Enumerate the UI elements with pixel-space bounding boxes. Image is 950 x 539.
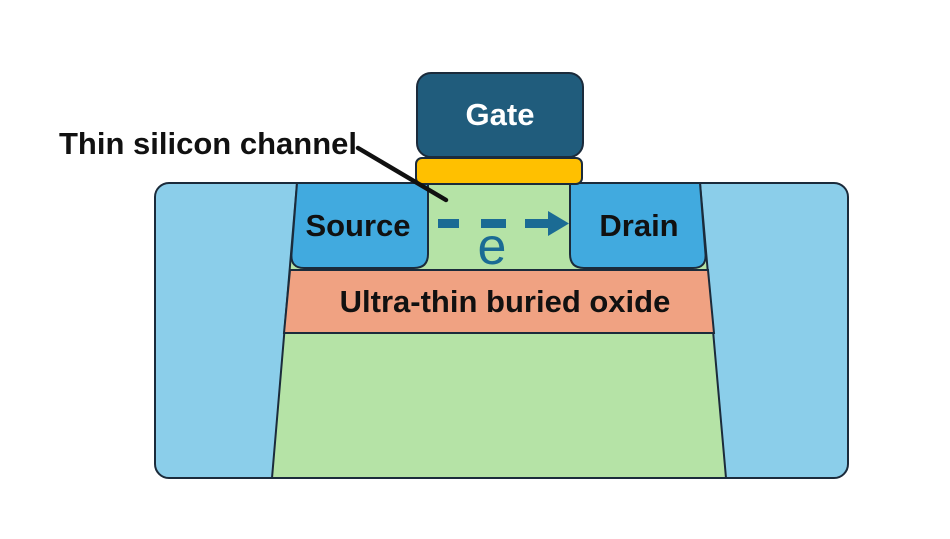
arrow-dash bbox=[438, 219, 459, 228]
buried-oxide-label: Ultra-thin buried oxide bbox=[340, 284, 671, 319]
drain-region bbox=[569, 182, 707, 269]
thin-silicon-channel-label: Thin silicon channel bbox=[59, 126, 357, 161]
gate-label: Gate bbox=[466, 97, 535, 132]
arrow-dash bbox=[481, 219, 506, 228]
electron-symbol: e bbox=[478, 218, 507, 276]
buried-oxide-region bbox=[282, 269, 716, 334]
arrow-shaft bbox=[525, 219, 549, 228]
electron-flow-arrow-icon bbox=[438, 211, 569, 236]
drain-label: Drain bbox=[599, 208, 678, 243]
arrow-head bbox=[548, 211, 569, 236]
annotation-leader-line bbox=[355, 145, 449, 203]
source-region bbox=[290, 182, 429, 269]
source-label: Source bbox=[305, 208, 410, 243]
gate-oxide-region bbox=[415, 157, 583, 185]
